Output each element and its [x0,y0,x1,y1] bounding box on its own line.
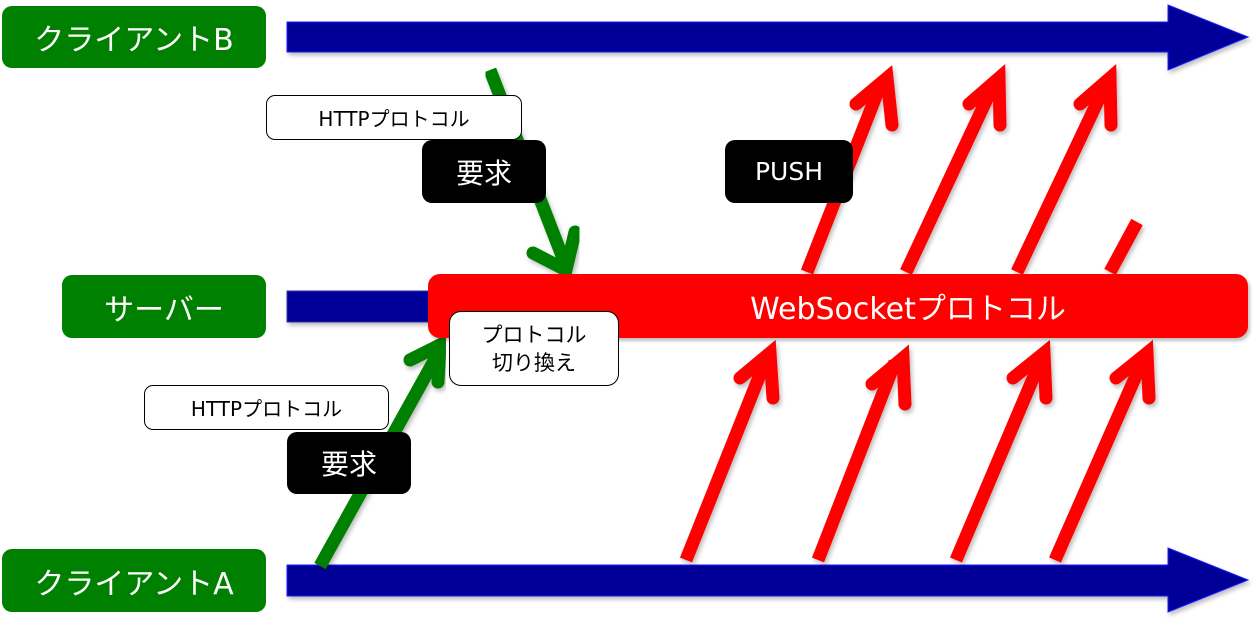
protocol-switch-line1: プロトコル [481,322,587,347]
ws-arrow-4 [1049,339,1156,563]
protocol-switch-tag: プロトコル 切り換え [449,311,619,386]
server-label: サーバー [62,275,266,338]
push-tag: PUSH [725,140,853,203]
websocket-protocol-label: WebSocketプロトコル [750,292,1066,327]
client-a-label: クライアントA [2,549,266,612]
client-b-timeline-arrow [286,4,1250,71]
client-a-timeline-arrow [286,547,1250,613]
push-arrow-3 [1011,64,1118,275]
ws-arrow-2 [811,344,912,563]
client-b-label: クライアントB [2,6,266,68]
ws-arrow-3 [950,339,1053,563]
push-arrow-4-partial [1104,218,1143,276]
client-b-timeline [286,4,1250,71]
http-protocol-tag-bottom: HTTPプロトコル [144,385,389,430]
protocol-switch-line2: 切り換え [492,350,576,375]
request-tag-top: 要求 [422,140,546,203]
server-timeline-bar [286,290,438,323]
push-arrows-to-client-b [800,64,1143,276]
client-a-timeline [286,547,1250,613]
ws-arrow-1 [679,339,780,563]
http-protocol-tag-top: HTTPプロトコル [266,95,522,140]
push-arrow-2 [900,64,1007,275]
push-arrows-from-client-a [679,339,1156,563]
request-tag-bottom: 要求 [287,432,411,494]
server-timeline [286,290,438,323]
